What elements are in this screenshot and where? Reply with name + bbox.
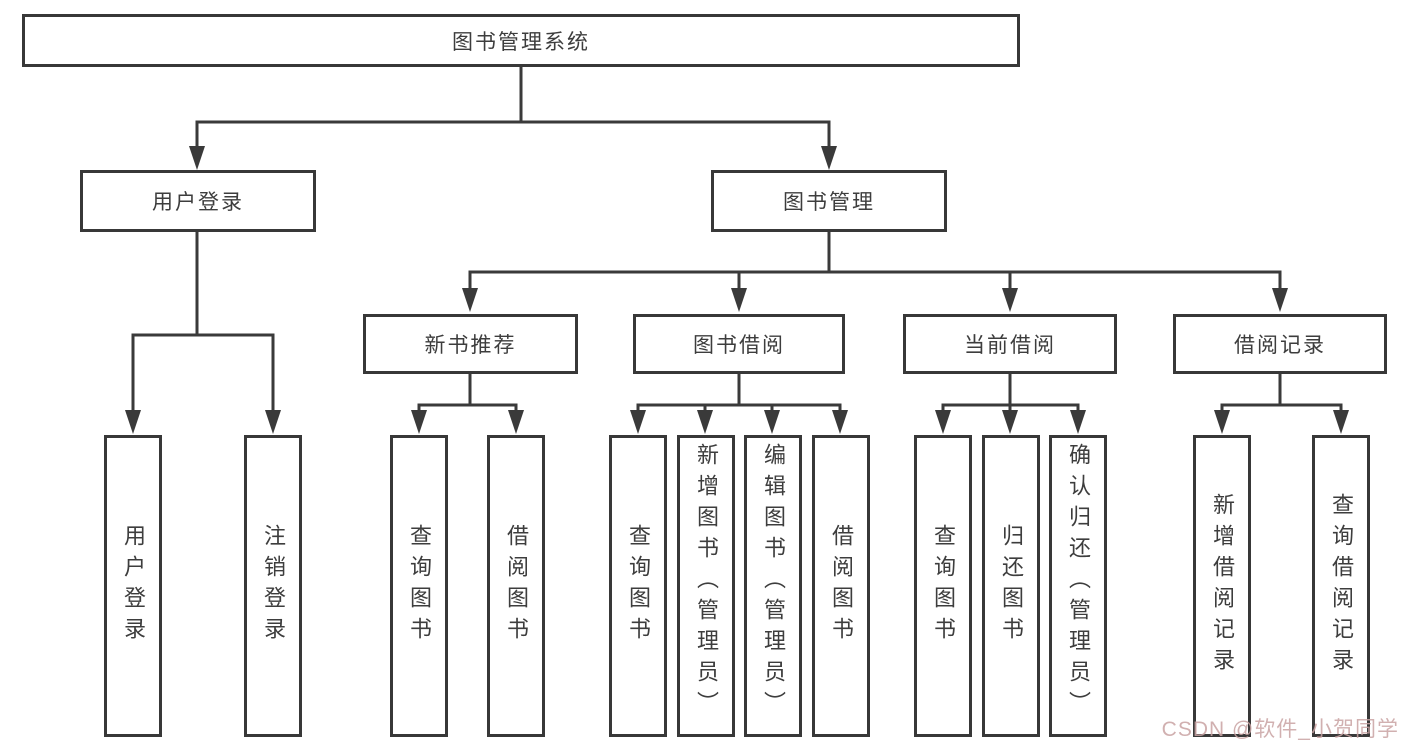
connector-root-to-branches	[195, 67, 831, 150]
leaf-query-borrow-record: 查询借阅记录	[1312, 435, 1370, 737]
arrowhead	[1272, 288, 1288, 312]
leaf-query-books-current: 查询图书	[914, 435, 972, 737]
node-book-borrow: 图书借阅	[633, 314, 845, 374]
arrowhead	[764, 410, 780, 434]
arrowhead	[462, 288, 478, 312]
arrowhead	[697, 410, 713, 434]
connector-book-borrow-children	[636, 374, 842, 414]
connector-current-borrow-children	[941, 374, 1080, 414]
leaf-confirm-return-admin: 确认归还（管理员）	[1049, 435, 1107, 737]
leaf-query-books-borrow: 查询图书	[609, 435, 667, 737]
arrowhead	[731, 288, 747, 312]
leaf-edit-books-admin: 编辑图书（管理员）	[744, 435, 802, 737]
node-new-book-recommend: 新书推荐	[363, 314, 578, 374]
node-user-login-branch: 用户登录	[80, 170, 316, 232]
leaf-query-books-recommend: 查询图书	[390, 435, 448, 737]
node-book-management-branch: 图书管理	[711, 170, 947, 232]
arrowhead	[1333, 410, 1349, 434]
leaf-add-books-admin: 新增图书（管理员）	[677, 435, 735, 737]
arrowhead	[630, 410, 646, 434]
leaf-add-borrow-record: 新增借阅记录	[1193, 435, 1251, 737]
arrowhead	[125, 410, 141, 434]
arrowhead	[508, 410, 524, 434]
leaf-borrow-books-borrow: 借阅图书	[812, 435, 870, 737]
arrowhead	[189, 146, 205, 170]
connector-book-mgmt-children	[468, 232, 1282, 294]
arrowhead	[1070, 410, 1086, 434]
node-borrow-records: 借阅记录	[1173, 314, 1387, 374]
leaf-return-books: 归还图书	[982, 435, 1040, 737]
node-library-management-system: 图书管理系统	[22, 14, 1020, 67]
arrowhead	[1002, 288, 1018, 312]
arrowhead	[821, 146, 837, 170]
leaf-user-login: 用户登录	[104, 435, 162, 737]
arrowhead	[1214, 410, 1230, 434]
arrowhead	[411, 410, 427, 434]
leaf-borrow-books-recommend: 借阅图书	[487, 435, 545, 737]
arrowhead	[935, 410, 951, 434]
node-current-borrow: 当前借阅	[903, 314, 1117, 374]
connector-user-login-children	[131, 232, 275, 414]
arrowhead	[265, 410, 281, 434]
arrowhead	[832, 410, 848, 434]
connector-new-book-children	[417, 374, 518, 414]
arrowhead	[1002, 410, 1018, 434]
leaf-logout: 注销登录	[244, 435, 302, 737]
connector-borrow-records-children	[1220, 374, 1343, 414]
